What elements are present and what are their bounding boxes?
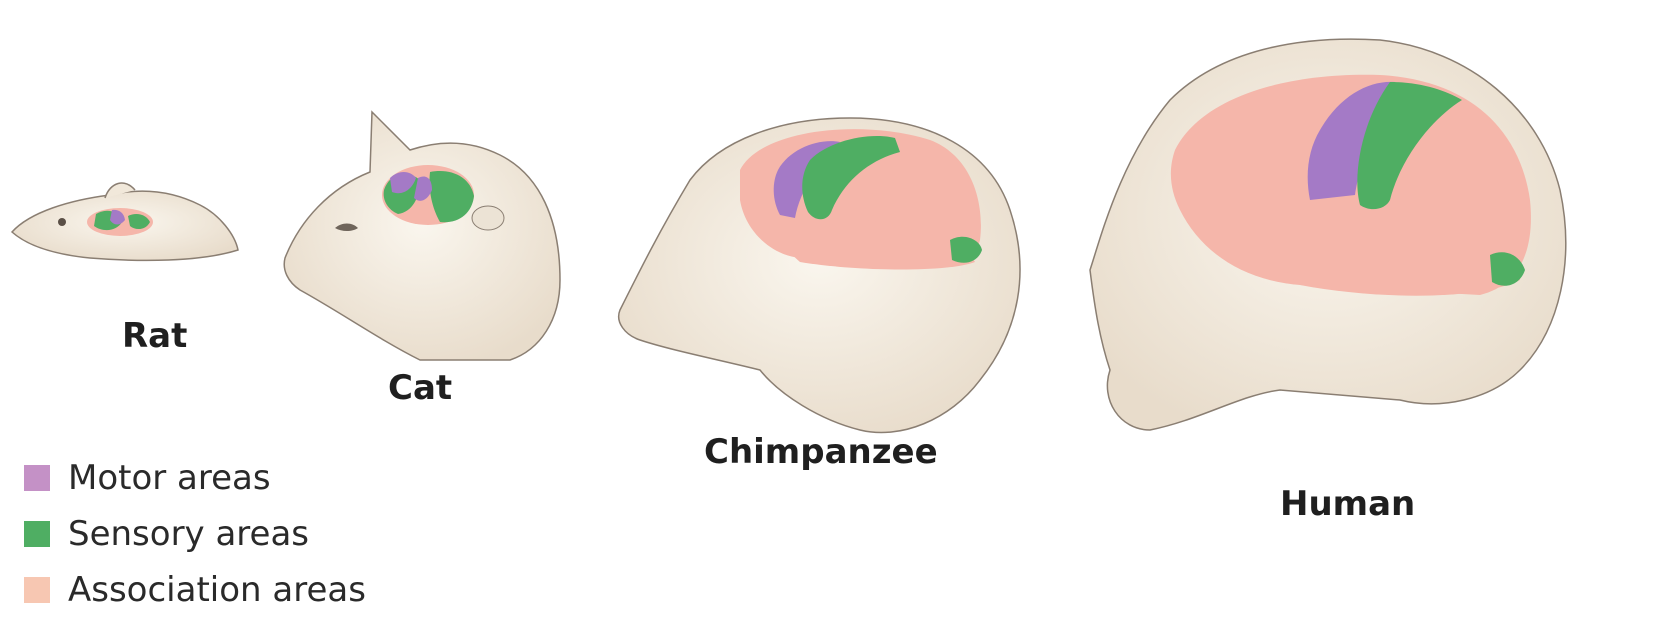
chimpanzee-brain [740,129,982,269]
rat-illustration [12,183,238,260]
legend-item-motor: Motor areas [24,450,366,506]
animal-label-human: Human [1280,484,1415,524]
rat-eye [58,218,66,226]
rat-brain [87,208,153,236]
legend-label-motor: Motor areas [68,458,271,498]
animal-label-rat: Rat [122,316,187,356]
cat-illustration [284,112,560,360]
legend-label-association: Association areas [68,570,366,610]
legend: Motor areas Sensory areas Association ar… [24,450,366,618]
legend-swatch-sensory [24,521,50,547]
chimpanzee-illustration [619,118,1020,433]
human-illustration [1090,39,1566,430]
legend-label-sensory: Sensory areas [68,514,309,554]
animal-label-chimpanzee: Chimpanzee [704,432,938,472]
cat-brain [382,165,474,225]
cat-head-sketch [284,112,560,360]
legend-item-association: Association areas [24,562,366,618]
legend-swatch-motor [24,465,50,491]
animal-label-cat: Cat [388,368,452,408]
cat-cerebellum-sketch [472,206,504,230]
legend-swatch-association [24,577,50,603]
legend-item-sensory: Sensory areas [24,506,366,562]
